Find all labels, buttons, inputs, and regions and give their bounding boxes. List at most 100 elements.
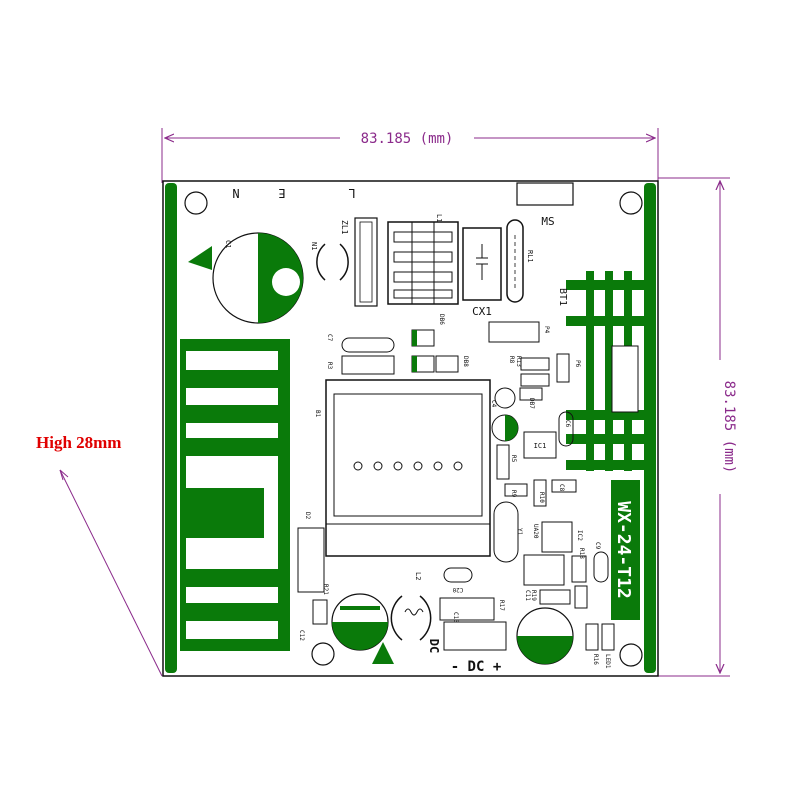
mounting-hole-top-right — [619, 191, 643, 215]
resistor-r19 — [539, 589, 571, 605]
r16-label: R16 — [592, 654, 599, 665]
capacitor-c8 — [551, 479, 577, 493]
terminal-e-label: E — [278, 186, 285, 200]
component-bt1-block — [611, 345, 639, 413]
c9-label: C9 — [594, 542, 601, 550]
inductor-l2: L2 — [390, 572, 432, 641]
r19-label: R19 — [530, 590, 537, 601]
mounting-hole-bottom-left — [311, 642, 335, 666]
n1-label: N1 — [310, 242, 318, 250]
r21-label: R21 — [322, 584, 329, 595]
esd-warning-icon-bottom — [372, 642, 394, 664]
resistor-r9 — [504, 483, 528, 497]
ic1-label: IC1 — [534, 442, 547, 450]
r17-label: R17 — [498, 600, 505, 611]
resistor-r8 — [520, 357, 550, 371]
c1-label: C1 — [224, 240, 232, 248]
capacitor-cx1: CX1 — [462, 227, 502, 318]
mounting-hole-bottom-right — [619, 643, 643, 667]
r8-label: R8 — [508, 356, 515, 364]
component-p4 — [488, 321, 540, 343]
capacitor-c9 — [593, 551, 609, 583]
bt1-label: BT1 — [557, 288, 568, 306]
c10-label: C10 — [452, 612, 459, 623]
crystal-y1 — [493, 501, 519, 563]
diode-db7 — [519, 387, 543, 401]
resistor-r16 — [585, 623, 599, 651]
c6-label: C6 — [564, 420, 571, 428]
led1-label: LED1 — [604, 654, 611, 669]
r3-label: R3 — [326, 362, 333, 370]
p4-label: P4 — [543, 326, 550, 334]
d2-label: D2 — [304, 512, 311, 520]
ua20-label: UA20 — [532, 524, 539, 539]
component-r-tall — [574, 585, 588, 609]
p6-label: P6 — [574, 360, 581, 368]
r13-label: R13 — [515, 356, 522, 367]
db6-label: DB6 — [438, 314, 445, 325]
diode-db8: DB8 — [411, 355, 469, 373]
esd-warning-icon-top — [188, 246, 212, 270]
component-rl1: RL1 — [506, 219, 534, 303]
varistor-n1: N1 — [310, 242, 349, 281]
db7-label: DB7 — [528, 398, 535, 409]
b1-label: B1 — [314, 410, 321, 418]
c7-label: C7 — [326, 334, 333, 342]
resistor-r18 — [571, 555, 587, 583]
diode-db6: DB6 — [411, 314, 445, 347]
zl1-label: ZL1 — [340, 220, 349, 235]
r18-label: R18 — [578, 548, 585, 559]
left-copper-rail — [165, 183, 177, 673]
terminal-n-label: N — [232, 186, 239, 200]
resistor-r13 — [520, 373, 550, 387]
right-copper-rail — [644, 183, 656, 673]
ic2-label: IC2 — [576, 530, 583, 541]
resistor-r10 — [533, 479, 547, 507]
resistor-r5 — [496, 444, 510, 480]
capacitor-c10 — [439, 597, 495, 621]
r9-label: R9 — [510, 490, 517, 498]
cx1-label: CX1 — [472, 305, 492, 318]
c20-label: C20 — [452, 586, 463, 593]
height-dimension-label: 83.185 (mm) — [721, 381, 737, 474]
width-dimension-label: 83.185 (mm) — [361, 131, 454, 147]
l2-label: L2 — [414, 572, 422, 580]
component-l-small — [523, 554, 565, 586]
capacitor-c12 — [312, 599, 328, 625]
dc-label-vertical: DC — [427, 639, 441, 653]
y1-label: Y1 — [516, 528, 523, 536]
c8-label: C8 — [558, 484, 565, 492]
l1-label: L1 — [435, 214, 443, 222]
height-dimension: 83.185 (mm) — [658, 177, 737, 677]
ic-ic1 — [523, 431, 557, 459]
db8-label: DB8 — [462, 356, 469, 367]
component-p6 — [556, 353, 570, 383]
capacitor-c20 — [443, 567, 473, 583]
board-title-badge: WX-24-T12 — [611, 480, 640, 620]
left-heatsink — [180, 339, 290, 651]
ms-label: MS — [541, 215, 554, 228]
component-ms-outline — [516, 182, 574, 206]
capacitor-c4 — [494, 387, 516, 409]
led-led1 — [601, 623, 615, 651]
r10-label: R10 — [538, 492, 545, 503]
dc-output-polarity: - DC + — [451, 659, 502, 675]
capacitor-c7 — [341, 337, 395, 353]
board-title: WX-24-T12 — [613, 501, 634, 599]
capacitor-output-left — [331, 593, 389, 651]
c12-label: C12 — [298, 630, 305, 641]
component-zl1: ZL1 — [340, 217, 378, 307]
height-note: High 28mm — [36, 433, 163, 677]
capacitor-c6 — [558, 411, 574, 447]
capacitor-output-right — [516, 607, 574, 665]
c11-label: C11 — [524, 590, 531, 601]
capacitor-c1: C1 — [212, 232, 304, 324]
ic-ua20 — [541, 521, 573, 553]
mounting-hole-top-left — [184, 191, 208, 215]
r5-label: R5 — [510, 455, 517, 463]
inductor-l1: L1 — [387, 214, 459, 305]
transformer-b1: B1 — [314, 379, 491, 557]
c4-label: C4 — [490, 400, 497, 408]
terminal-l-label: L — [348, 186, 355, 200]
